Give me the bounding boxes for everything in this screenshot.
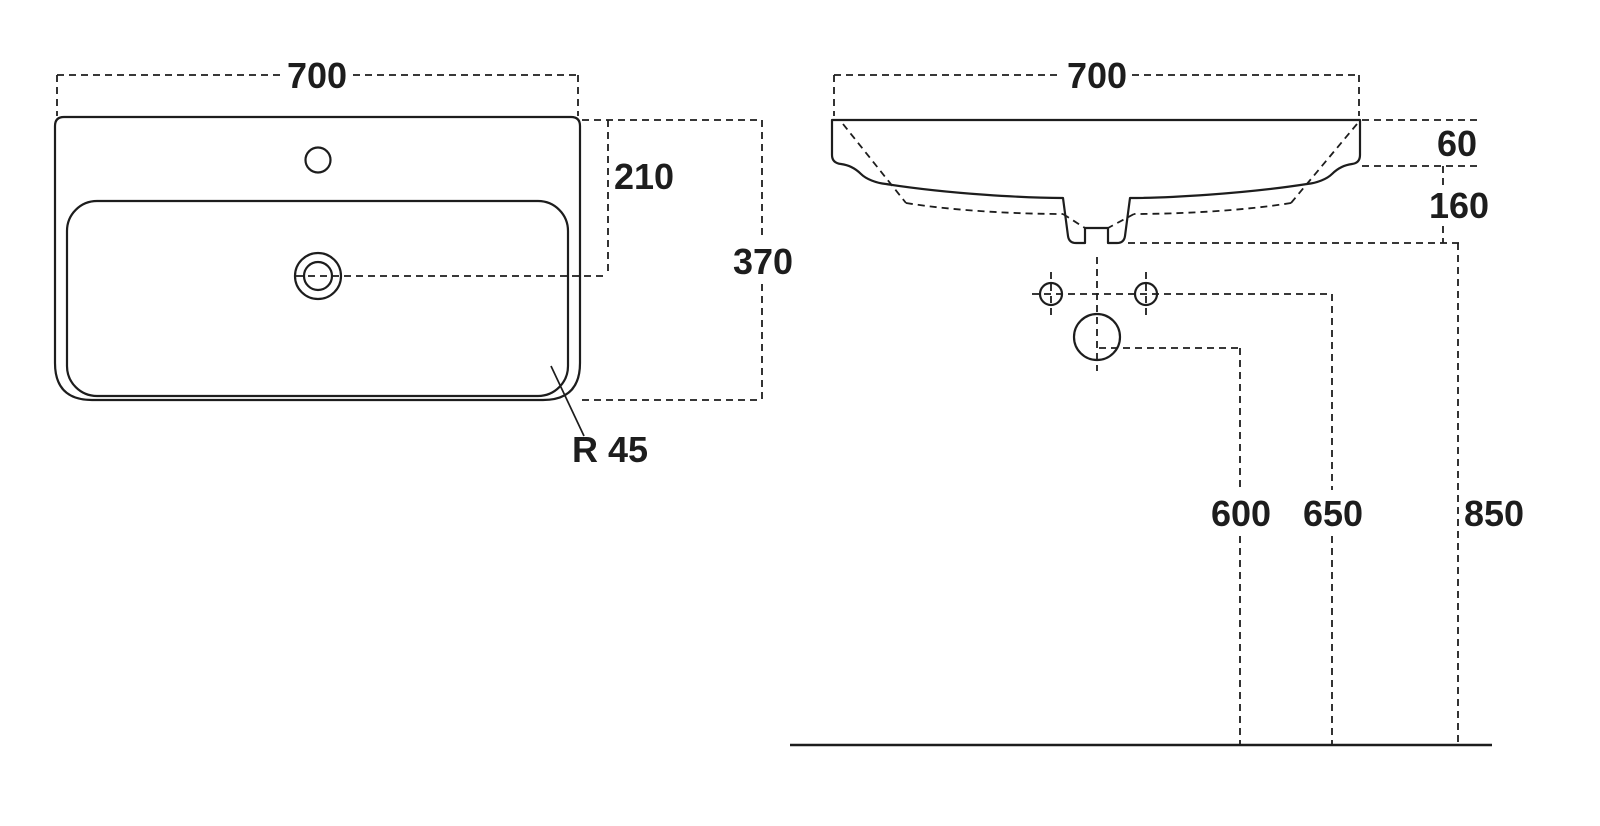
front-depth-dimensions: 60 160 (1128, 119, 1489, 244)
front-rim-height-label: 60 (1437, 123, 1477, 164)
fixing-hole-left (1038, 281, 1064, 307)
front-view: 700 60 160 (790, 55, 1524, 747)
basin-front-outline (830, 118, 1362, 245)
plan-width-label: 700 (287, 55, 347, 96)
fixing-hole-right (1133, 281, 1159, 307)
bowl-hidden-contour (842, 123, 1358, 229)
floor-height-dimensions: 600 650 850 (1099, 243, 1524, 744)
plan-radius-callout: R 45 (550, 365, 648, 470)
waste-outlet (1072, 312, 1122, 362)
hidden-line (1133, 202, 1292, 215)
plan-radius-label: R 45 (572, 429, 648, 470)
hidden-line (905, 202, 1064, 215)
plan-drain-offset-label: 210 (614, 156, 674, 197)
front-bowl-depth-label: 160 (1429, 185, 1489, 226)
plan-view: 700 210 370 (53, 55, 793, 470)
plan-depth-label: 370 (733, 241, 793, 282)
wall-connections (1032, 257, 1332, 371)
leader-line (550, 365, 585, 437)
hidden-line (1290, 123, 1358, 204)
bowl-outline (65, 199, 570, 398)
plan-drain-offset-dimension: 210 (296, 120, 674, 277)
plan-width-dimension: 700 (56, 55, 579, 116)
front-width-label: 700 (1067, 55, 1127, 96)
front-width-dimension: 700 (833, 55, 1360, 116)
rim-floor-height-label: 850 (1464, 493, 1524, 534)
hidden-line (1107, 213, 1135, 229)
fixing-height-label: 650 (1303, 493, 1363, 534)
drain-height-label: 600 (1211, 493, 1271, 534)
basin-outline (53, 115, 582, 402)
plan-depth-dimension: 370 (582, 119, 793, 401)
faucet-hole (304, 146, 332, 174)
hidden-line (842, 123, 907, 204)
hidden-line (1062, 213, 1086, 229)
drain-hole-outer (293, 251, 343, 301)
